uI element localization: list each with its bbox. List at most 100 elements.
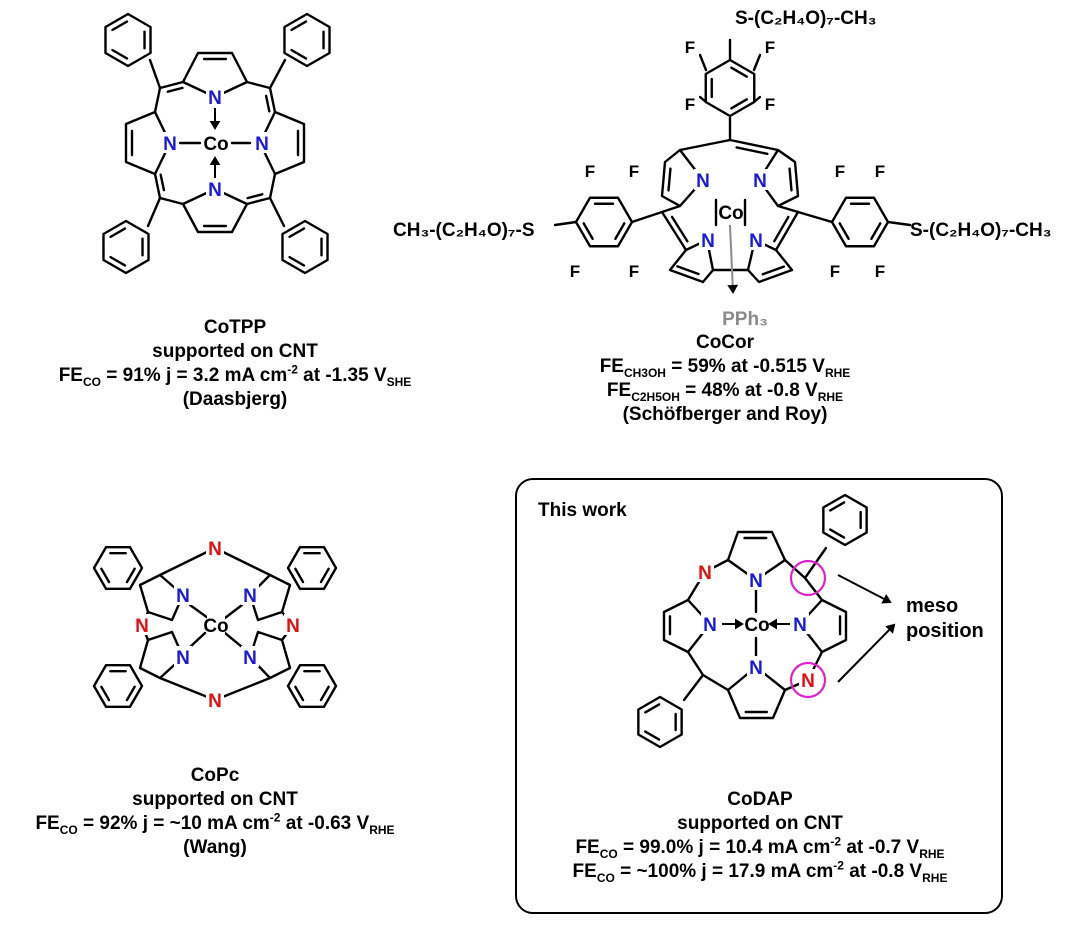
fluorine-atom: F (835, 162, 845, 181)
potential-value: at -0.8 V (843, 861, 923, 882)
bond (158, 80, 185, 90)
unit-exponent: -2 (830, 834, 842, 849)
aza-nitrogen-atom: N (135, 616, 149, 637)
arrow-head (735, 618, 744, 630)
nitrogen-atom: N (243, 648, 257, 669)
atom-mask (174, 584, 192, 605)
copc-support: supported on CNT (132, 789, 298, 810)
arrow-head (768, 618, 777, 630)
potential-value: at -1.35 V (297, 365, 387, 386)
pyrrole-double-bond (667, 167, 672, 192)
pyrrole-double-bond (676, 265, 700, 276)
aromatic-bond (288, 227, 306, 239)
isoindole-ring (138, 573, 185, 622)
double-bond (670, 215, 689, 243)
fluorine-atom: F (685, 38, 695, 57)
aza-nitrogen-atom: N (208, 691, 222, 712)
cotpp-caption: CoTPP supported on CNT (115, 316, 355, 364)
axial-ligand-arrow (729, 224, 734, 293)
bond (245, 80, 272, 90)
phenyl-ring (283, 12, 331, 68)
bond (146, 196, 162, 228)
benzo-ring (92, 546, 144, 590)
cotpp-fe-line: FECO = 91% j = 3.2 mA cm-2 at -1.35 VSHE… (0, 364, 470, 412)
pyrrole-ring (124, 110, 172, 176)
atom-mask (206, 178, 224, 199)
meso-label: meso (906, 595, 959, 617)
aromatic-bond (829, 528, 846, 539)
aromatic-bond (111, 48, 129, 60)
bond (630, 210, 664, 224)
aromatic-bond (730, 66, 749, 78)
arrow-head (209, 121, 221, 130)
codap-name: CoDAP (727, 789, 793, 810)
potential-reference: RHE (817, 389, 844, 404)
aromatic-bond (319, 567, 330, 584)
substituent-left: CH₃-(C₂H₄O)₇-S (393, 220, 535, 241)
benzo-ring (286, 546, 338, 590)
aromatic-bond (125, 567, 136, 584)
fe-subscript: CO (599, 846, 618, 861)
fe-value: = 48% at -0.8 V (679, 380, 818, 401)
nitrogen-atom: N (703, 615, 717, 636)
atom-mask (871, 159, 889, 180)
fe-subscript: CO (82, 374, 101, 389)
fluorine-atom: F (585, 162, 595, 181)
bond (776, 204, 800, 214)
cobalt-atom: Co (744, 615, 769, 636)
nitrogen-atom: N (243, 586, 257, 607)
phenyl-ring (637, 695, 683, 749)
nitrogen-atom: N (696, 171, 710, 192)
bond (803, 576, 824, 602)
codap-support: supported on CNT (677, 813, 843, 834)
bond (678, 138, 732, 152)
aromatic-bond (100, 685, 111, 702)
cocor-name: CoCor (695, 332, 755, 353)
aromatic-bond (838, 222, 850, 241)
aromatic-bond (109, 227, 127, 239)
potential-reference: SHE (386, 374, 412, 389)
potential-value: at -0.7 V (841, 837, 920, 858)
potential-reference: RHE (369, 822, 395, 837)
fe-value: = ~100% j = 17.9 mA cm (614, 861, 834, 882)
atom-mask (207, 132, 225, 153)
atom-mask (831, 159, 849, 180)
fe-subscript: CO (596, 870, 615, 885)
aromatic-bond (294, 685, 305, 702)
double-bond (159, 173, 166, 192)
atom-mask (625, 159, 643, 180)
cobalt-atom: Co (203, 134, 228, 155)
aza-nitrogen-atom: N (286, 616, 300, 637)
bond (553, 220, 578, 227)
atom-mask (284, 614, 302, 635)
pyrrole-ring (181, 51, 249, 99)
atom-mask (694, 169, 712, 190)
fe-label: FE (606, 380, 632, 401)
position-label: position (906, 620, 984, 642)
aromatic-bond (582, 222, 594, 241)
pyrrole-ring (181, 187, 249, 234)
pyrrole-ring (798, 598, 848, 654)
double-bond (264, 94, 271, 113)
copc-caption: CoPc supported on CNT FECO = 92% j = ~10… (0, 764, 430, 860)
fe-value: = 99.0% j = 10.4 mA cm (617, 837, 831, 858)
aromatic-bond (100, 567, 111, 584)
benzo-ring (286, 664, 338, 708)
bond (223, 631, 244, 649)
phenyl-ring (822, 493, 868, 547)
pyrrole-ring (726, 530, 787, 582)
substituent-top: S-(C₂H₄O)₇-CH₃ (735, 8, 877, 29)
bond (148, 58, 162, 90)
meso-position-annotation: meso position (906, 594, 984, 644)
aromatic-bond (109, 255, 127, 267)
copc-name: CoPc (190, 765, 240, 786)
double-bond (246, 193, 264, 200)
atom-mask (871, 259, 889, 280)
fe-label: FE (58, 365, 83, 386)
fluorine-atom: F (765, 95, 775, 114)
bond (752, 95, 762, 104)
fe-label: FE (35, 813, 60, 834)
bond (245, 196, 272, 206)
cocor-reference: (Schöfberger and Roy) (622, 404, 828, 425)
